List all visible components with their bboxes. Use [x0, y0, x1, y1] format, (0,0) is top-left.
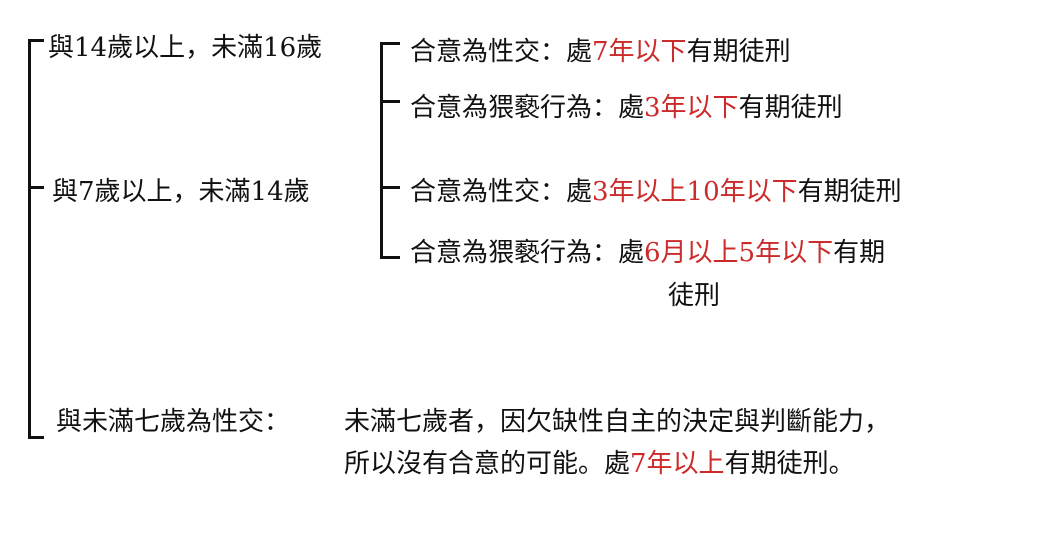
- group-3-line-2: 所以沒有合意的可能。處7年以上有期徒刑。: [344, 448, 855, 480]
- main-bracket-vertical: [28, 39, 31, 439]
- branch-prefix: 合意為性交：處: [410, 37, 593, 67]
- main-bracket-tick-3: [28, 436, 44, 439]
- branch-suffix: 有期徒刑: [686, 37, 791, 67]
- group-1-branch-1: 合意為性交：處7年以下有期徒刑: [410, 36, 791, 68]
- penalty-term: 3年以下: [644, 93, 739, 123]
- branch-prefix: 合意為猥褻行為：處: [410, 93, 645, 123]
- penalty-term: 7年以上: [630, 449, 725, 479]
- group-2-branch-1: 合意為性交：處3年以上10年以下有期徒刑: [410, 176, 902, 208]
- main-bracket-tick-1: [28, 39, 44, 42]
- line-prefix: 所以沒有合意的可能。處: [344, 449, 631, 479]
- group-2-branch-2: 合意為猥褻行為：處6月以上5年以下有期: [410, 237, 885, 269]
- sub-bracket-tick-4: [380, 256, 400, 259]
- sub-bracket-tick-1: [380, 42, 400, 45]
- penalty-term: 3年以上10年以下: [592, 177, 798, 207]
- branch-prefix: 合意為猥褻行為：處: [410, 238, 645, 268]
- group-2-label: 與7歲以上，未滿14歲: [52, 177, 310, 207]
- branch-suffix: 有期徒刑: [797, 177, 902, 207]
- main-bracket-tick-2: [28, 186, 44, 189]
- penalty-term: 6月以上5年以下: [644, 238, 834, 268]
- group-1-label: 與14歲以上，未滿16歲: [48, 33, 323, 63]
- sub-bracket-vertical: [380, 42, 383, 259]
- penalty-term: 7年以下: [592, 37, 687, 67]
- sub-bracket-tick-2: [380, 100, 400, 103]
- line-suffix: 有期徒刑。: [724, 449, 855, 479]
- branch-suffix: 有期徒刑: [738, 93, 843, 123]
- branch-prefix: 合意為性交：處: [410, 177, 593, 207]
- group-1-branch-2: 合意為猥褻行為：處3年以下有期徒刑: [410, 92, 843, 124]
- sub-bracket-tick-3: [380, 186, 400, 189]
- branch-suffix: 有期: [833, 238, 886, 268]
- group-3-label: 與未滿七歲為性交：: [56, 407, 291, 437]
- group-2-branch-2-continuation: 徒刑: [668, 281, 721, 311]
- group-3-line-1: 未滿七歲者，因欠缺性自主的決定與判斷能力，: [344, 407, 891, 437]
